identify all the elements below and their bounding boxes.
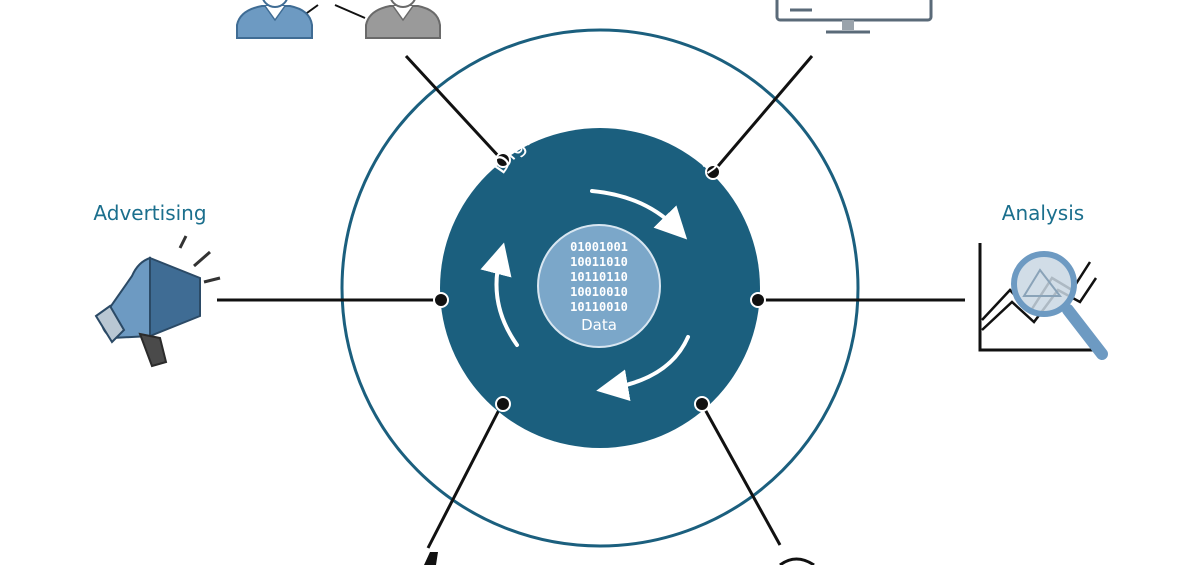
connector-bottom-left — [426, 403, 504, 549]
dot-bottom-left — [495, 396, 511, 412]
megaphone-icon — [94, 235, 221, 368]
dot-top-left — [495, 152, 511, 168]
cycle-arrow-bottom — [596, 335, 690, 402]
outer-ring — [340, 28, 860, 548]
binary-block: 01001001 10011010 10110110 10010010 1011… — [570, 240, 628, 314]
monitor-icon — [775, 0, 933, 34]
cycle-arrow-left — [480, 242, 519, 347]
core-label: Data — [581, 316, 617, 334]
dot-left — [433, 292, 449, 308]
magnifier-chart-icon — [978, 243, 1108, 360]
data-core — [537, 224, 661, 348]
dot-bottom-right — [694, 396, 710, 412]
cycle-arrows — [480, 189, 690, 402]
connection-dots — [433, 152, 766, 412]
binary-line-3: 10110110 — [570, 270, 628, 284]
binary-line-5: 10110010 — [570, 300, 628, 314]
binary-line-4: 10010010 — [570, 285, 628, 299]
connector-top-right — [711, 55, 814, 173]
people-icon — [236, 0, 441, 39]
connector-top-left — [404, 54, 504, 162]
dot-right — [750, 292, 766, 308]
binary-line-1: 01001001 — [570, 240, 628, 254]
bottom-left-icon-fragment — [424, 552, 438, 565]
connector-bottom-right — [700, 403, 782, 546]
binary-line-2: 10011010 — [570, 255, 628, 269]
analysis-label: Analysis — [1002, 201, 1084, 225]
cycle-arrow-top — [590, 189, 688, 240]
bottom-right-icon-fragment — [779, 557, 815, 565]
dot-top-right — [705, 164, 721, 180]
advertising-label: Advertising — [93, 201, 206, 225]
connector-lines — [217, 54, 965, 549]
